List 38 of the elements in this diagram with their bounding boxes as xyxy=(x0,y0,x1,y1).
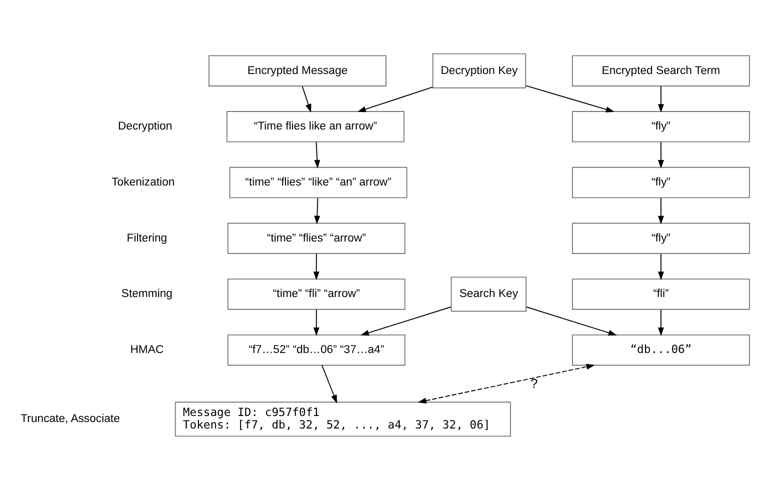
node-box: “fli” xyxy=(572,278,750,310)
arrow xyxy=(658,252,664,280)
label: Truncate, Associate xyxy=(20,412,120,425)
arrow xyxy=(313,308,320,336)
arrow xyxy=(658,85,664,112)
arrow xyxy=(357,86,434,112)
arrow xyxy=(526,306,617,336)
node-box: “fly” xyxy=(572,166,750,198)
node-box: Message ID: c957f0f1 Tokens: [f7, db, 32, 52, ..., a4, 37, 32, 06] xyxy=(174,401,511,436)
arrow xyxy=(658,196,664,224)
node-box: “db...06” xyxy=(572,334,750,366)
arrow xyxy=(314,141,320,168)
node-box: “Time flies like an arrow” xyxy=(226,110,404,142)
arrow xyxy=(526,84,614,112)
arrow xyxy=(322,364,338,403)
node-box: “time” “flies” “like” “an” arrow” xyxy=(229,166,408,198)
node-box: “time” “flies” “arrow” xyxy=(227,222,406,254)
label: HMAC xyxy=(130,344,164,356)
node-box: Search Key xyxy=(450,276,527,312)
label: Tokenization xyxy=(112,176,175,188)
arrow xyxy=(658,308,664,336)
arrow xyxy=(313,252,320,280)
node-box: Encrypted Search Term xyxy=(572,54,750,86)
node-box: “time” “fli” “arrow” xyxy=(227,278,406,310)
node-box: Decryption Key xyxy=(432,52,526,88)
label: Stemming xyxy=(121,288,172,300)
arrow xyxy=(658,141,664,168)
node-box: “fly” xyxy=(572,222,750,254)
node-box: “fly” xyxy=(572,110,750,142)
arrow xyxy=(418,363,595,404)
label: Decryption xyxy=(118,120,172,132)
label: Filtering xyxy=(126,232,168,244)
node-box: “f7…52” “db…06” “37…a4” xyxy=(227,334,406,366)
edge-label: ? xyxy=(530,376,538,391)
arrow xyxy=(314,196,320,224)
arrow xyxy=(360,306,452,336)
node-box: Encrypted Message xyxy=(208,54,386,86)
arrow xyxy=(302,85,312,112)
